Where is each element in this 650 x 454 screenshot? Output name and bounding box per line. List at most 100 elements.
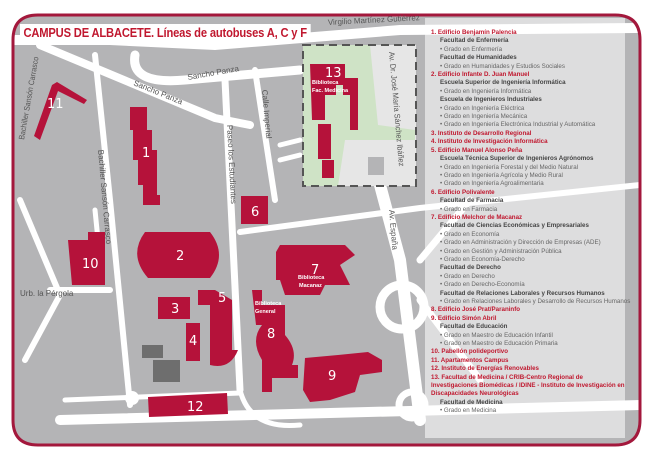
building-3	[158, 297, 190, 319]
legend-degree: • Grado en Ingeniería Informática	[431, 88, 631, 96]
building-label: 7	[311, 263, 319, 278]
legend-degree-label: Grado en Derecho	[443, 272, 495, 280]
bullet-icon: •	[440, 407, 444, 415]
bullet-icon: •	[440, 205, 444, 213]
parking-building-2	[153, 360, 180, 382]
legend-degree-label: Grado en Ingeniería Informática	[443, 87, 532, 95]
building-label: 2	[176, 249, 184, 264]
legend-degree: • Grado en Ingeniería Forestal y del Med…	[431, 164, 631, 172]
library-label: Macanaz	[299, 283, 322, 289]
building-label: 11	[47, 97, 64, 112]
legend-degree-label: Grado en Derecho-Economía	[443, 281, 525, 289]
legend-degree: • Grado en Ingeniería Agroalimentaria	[431, 180, 631, 188]
building-label: 6	[251, 205, 259, 220]
legend-degree-label: Grado en Economía-Derecho	[443, 255, 525, 263]
legend-degree-label: Grado en Maestro de Educación Primaria	[443, 340, 558, 348]
legend-degree: • Grado en Economía	[431, 231, 631, 239]
legend-item-title: 7. Edificio Melchor de Macanaz	[431, 213, 523, 221]
legend-faculty: Facultad de Ciencias Económicas y Empres…	[440, 222, 589, 230]
legend-degree-label: Grado en Ingeniería Agrícola y Medio Rur…	[443, 171, 563, 179]
bullet-icon: •	[440, 113, 444, 121]
building-8	[252, 290, 298, 392]
legend-item-title: 9. Edificio Simón Abril	[431, 314, 497, 322]
legend-degree: • Grado en Ingeniería Electrónica Indust…	[431, 121, 631, 129]
parking-building	[142, 345, 163, 358]
legend-item-title: 3. Instituto de Desarrollo Regional	[431, 129, 532, 137]
bullet-icon: •	[440, 104, 444, 112]
legend-degree-label: Grado en Administración y Dirección de E…	[443, 239, 601, 247]
building-2	[137, 232, 219, 278]
street-label: Calle Imperial	[260, 89, 273, 139]
legend-degree: • Grado en Gestión y Administración Públ…	[431, 248, 631, 256]
legend-faculty: Facultad de Enfermería	[440, 37, 509, 45]
legend-faculty: Escuela Superior de Ingeniería Informáti…	[440, 79, 566, 87]
bullet-icon: •	[440, 298, 444, 305]
legend-degree: • Grado en Administración y Dirección de…	[431, 239, 631, 247]
map-title: CAMPUS DE ALBACETE. Líneas de autobuses …	[20, 24, 311, 41]
bullet-icon: •	[440, 340, 444, 348]
building-6	[241, 196, 268, 224]
legend-item-title: 11. Apartamentos Campus	[431, 356, 509, 364]
legend-degree: • Grado en Ingeniería Agrícola y Medio R…	[431, 172, 631, 180]
building-4	[186, 323, 200, 361]
building-10	[68, 232, 105, 285]
bullet-icon: •	[440, 87, 444, 95]
building-12	[148, 393, 228, 417]
building-13-b	[318, 124, 331, 159]
map-frame	[11, 13, 642, 447]
legend-faculty: Facultad de Medicina	[440, 398, 503, 406]
legend-degree: • Grado en Derecho-Economía	[431, 281, 631, 289]
bullet-icon: •	[440, 255, 444, 263]
legend-item-title: 6. Edificio Polivalente	[431, 188, 495, 196]
legend-degree-label: Grado en Ingeniería Electrónica Industri…	[443, 121, 596, 129]
building-label: 12	[187, 400, 204, 415]
building-label: 1	[142, 146, 150, 161]
building-label: 8	[267, 327, 275, 342]
legend-faculty: Escuela Técnica Superior de Ingenieros A…	[440, 155, 594, 163]
legend-degree-label: Grado en Farmacia	[443, 205, 498, 213]
bullet-icon: •	[440, 247, 444, 255]
legend-degree: • Grado en Enfermería	[431, 46, 631, 54]
legend-item-title: 2. Edificio Infante D. Juan Manuel	[431, 71, 530, 79]
legend-degree-label: Grado en Ingeniería Eléctrica	[443, 104, 525, 112]
bullet-icon: •	[440, 272, 444, 280]
legend-degree: • Grado en Relaciones Laborales y Desarr…	[431, 298, 631, 306]
legend-degree-label: Grado en Relaciones Laborales y Desarrol…	[443, 298, 631, 305]
buildings	[34, 64, 382, 417]
legend-degree: • Grado en Derecho	[431, 273, 631, 281]
library-label: Biblioteca	[312, 80, 339, 86]
building-numbers: 11 1 2 10 3 4 5 6 7 8 9 12 13 Biblioteca…	[47, 66, 349, 415]
legend-degree-label: Grado en Ingeniería Mecánica	[443, 113, 528, 121]
legend-item-title: 13. Facultad de Medicina / CRIB-Centro R…	[431, 373, 625, 398]
building-13-main	[310, 64, 358, 130]
building-1	[130, 107, 160, 205]
building-label: 5	[218, 291, 226, 306]
legend-item-title: 8. Edificio José Prat/Paraninfo	[431, 306, 521, 314]
legend-degree: • Grado en Maestro de Educación Infantil	[431, 332, 631, 340]
street-label: Urb. la Pérgola	[20, 289, 74, 298]
bullet-icon: •	[440, 171, 444, 179]
bullet-icon: •	[440, 239, 444, 247]
legend-faculty: Facultad de Relaciones Laborales y Recur…	[440, 289, 605, 297]
legend-faculty: Escuela de Ingenieros Industriales	[440, 96, 542, 104]
building-9	[303, 352, 382, 402]
building-label: 10	[82, 257, 99, 272]
legend-degree: • Grado en Medicina	[431, 407, 631, 415]
legend-faculty: Facultad de Derecho	[440, 264, 501, 272]
legend-item-title: 10. Pabellón polideportivo	[431, 348, 509, 356]
building-13-c	[322, 160, 334, 178]
legend-degree-label: Grado en Economía	[443, 230, 500, 238]
library-label: Biblioteca	[255, 301, 282, 307]
legend-degree-label: Grado en Enfermería	[443, 45, 503, 53]
legend-item-title: 4. Instituto de Investigación Informátic…	[431, 138, 548, 146]
building-label: 13	[325, 66, 342, 81]
legend-degree-label: Grado en Ingeniería Agroalimentaria	[443, 180, 544, 188]
legend-faculty: Facultad de Humanidades	[440, 54, 517, 62]
bullet-icon: •	[440, 45, 444, 53]
legend-panel	[425, 18, 625, 438]
legend-faculty: Facultad de Educación	[440, 323, 508, 331]
bullet-icon: •	[440, 230, 444, 238]
legend-degree: • Grado en Farmacia	[431, 206, 631, 214]
